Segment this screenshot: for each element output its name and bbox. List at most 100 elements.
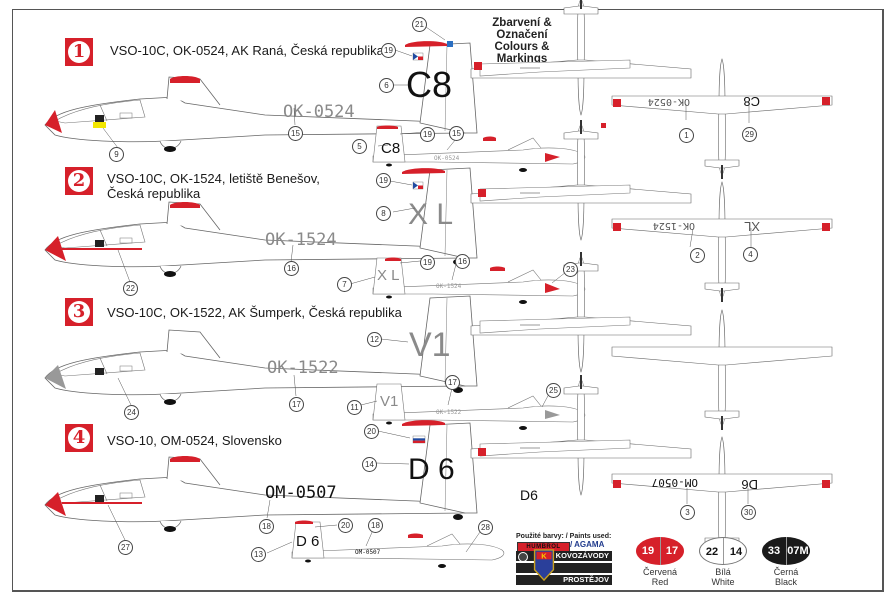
scheme-4-registration: OM-0507 [265,483,337,503]
scheme-3-small-registration: OK-1522 [436,409,462,416]
callout-17: 17 [289,397,304,412]
callout-11: 11 [347,400,362,415]
svg-text:K: K [541,551,547,560]
scheme-1-tail-code: C8 [406,64,452,105]
nose-red [45,110,62,133]
callout-28: 28 [478,520,493,535]
kovozavody-bar: KOVOZÁVODY [516,551,612,561]
callout-8: 8 [376,206,391,221]
heading-en: Colours & Markings [494,41,550,65]
scheme-2-side-view [44,167,478,278]
scheme-4-badge: 4 [65,424,93,452]
callout-6: 6 [379,78,394,93]
yellow-placard [93,122,106,128]
scheme-2-bottom-view [611,181,833,303]
callout-18-small: 18 [368,518,383,533]
callout-25: 25 [546,383,561,398]
callout-27: 27 [118,540,133,555]
callout-21: 21 [412,17,427,32]
scheme-1-registration: OK-0524 [283,102,355,122]
scheme-4-underwing-registration: OM-0507 [652,476,698,489]
scheme-1-title: VSO-10C, OK-0524, AK Raná, Česká republi… [110,43,384,58]
gear-emblem-icon [518,552,528,562]
prostejov-bar: PROSTĚJOV [516,575,612,585]
scheme-1-top-view [470,0,692,128]
scheme-1-underwing-registration: OK-0524 [648,96,690,107]
callout-13: 13 [251,547,266,562]
callout-5: 5 [352,139,367,154]
callout-19-small: 19 [420,127,435,142]
callout-17-small: 17 [445,375,460,390]
callout-16: 16 [284,261,299,276]
scheme-4-title: VSO-10, OM-0524, Slovensko [107,433,282,448]
scheme-4-small-tail-code: D 6 [296,533,319,550]
scheme-1-badge: 1 [65,38,93,66]
scheme-2-top-view [470,119,692,241]
callout-7: 7 [337,277,352,292]
scheme-1-small-registration: OK-0524 [434,155,460,162]
scheme-1-small-tail-code: C8 [381,140,400,157]
heading-cz: Zbarvení & Označení [492,17,552,41]
scheme-1-small-view [372,125,586,173]
legend-black-label: Černá Black [773,567,799,587]
callout-20: 20 [364,424,379,439]
callout-20-small: 20 [338,518,353,533]
scheme-2-small-tail-code: X L [377,267,400,284]
scheme-4-underwing-code: D6 [741,477,758,492]
callout-9: 9 [109,147,124,162]
callout-29: 29 [742,127,757,142]
callout-12: 12 [367,332,382,347]
sheet-heading: Zbarvení & Označení Colours & Markings [472,17,572,65]
scheme-1-side-view [44,41,478,153]
scheme-3-small-tail-code: V1 [380,393,398,410]
kovozavody-shield-logo: K [533,549,555,581]
scheme-3-badge: 3 [65,298,93,326]
scheme-2-small-view [372,257,586,305]
legend-white-label: Bílá White [711,567,735,587]
agama-logo: / AGAMA [570,540,605,549]
scheme-3-registration: OK-1522 [267,358,339,378]
callout-19: 19 [376,173,391,188]
scheme-2-registration: OK-1524 [265,230,337,250]
scheme-4-extra-code: D6 [520,487,538,503]
scheme-4-top-view [470,374,692,496]
callout-4: 4 [743,247,758,262]
scheme-2-title: VSO-10C, OK-1524, letiště Benešov, Česká… [107,171,320,201]
legend-red-oval: 19 17 [636,537,684,565]
callout-23: 23 [563,262,578,277]
scheme-2-underwing-registration: OK-1524 [653,220,695,231]
legend-white-oval: 22 14 [699,537,747,565]
callout-14: 14 [362,457,377,472]
callout-19: 19 [381,43,396,58]
fin-placard-blue [447,41,453,47]
scheme-4-bottom-view [611,436,833,558]
scheme-2-small-registration: OK-1524 [436,283,462,290]
legend-red-label: Červená Red [642,567,678,587]
callout-22: 22 [123,281,138,296]
callout-3: 3 [680,505,695,520]
callout-2: 2 [690,248,705,263]
callout-1: 1 [679,128,694,143]
scheme-3-tail-code: V1 [409,326,451,364]
fin-tip-red [405,41,447,47]
scheme-3-title: VSO-10C, OK-1522, AK Šumperk, Česká repu… [107,305,402,320]
sheet-frame [12,9,884,592]
scheme-1-bottom-view [611,58,833,180]
scheme-2-underwing-code: XL [744,219,760,234]
legend-black-oval: 33 07M [762,537,810,565]
callout-19-small: 19 [420,255,435,270]
scheme-2-badge: 2 [65,167,93,195]
callout-15-small: 15 [449,126,464,141]
scheme-4-side-view [44,420,478,533]
scheme-3-small-view [372,383,586,431]
scheme-4-tail-code: D 6 [408,453,455,486]
callout-18: 18 [259,519,274,534]
callout-24: 24 [124,405,139,420]
scheme-1-underwing-code: C8 [743,94,760,109]
callout-15: 15 [288,126,303,141]
kovozavody-bar-middle [516,563,612,573]
scheme-3-side-view [44,295,478,406]
callout-30: 30 [741,505,756,520]
paints-used-label: Použité barvy: / Paints used: [516,533,612,540]
